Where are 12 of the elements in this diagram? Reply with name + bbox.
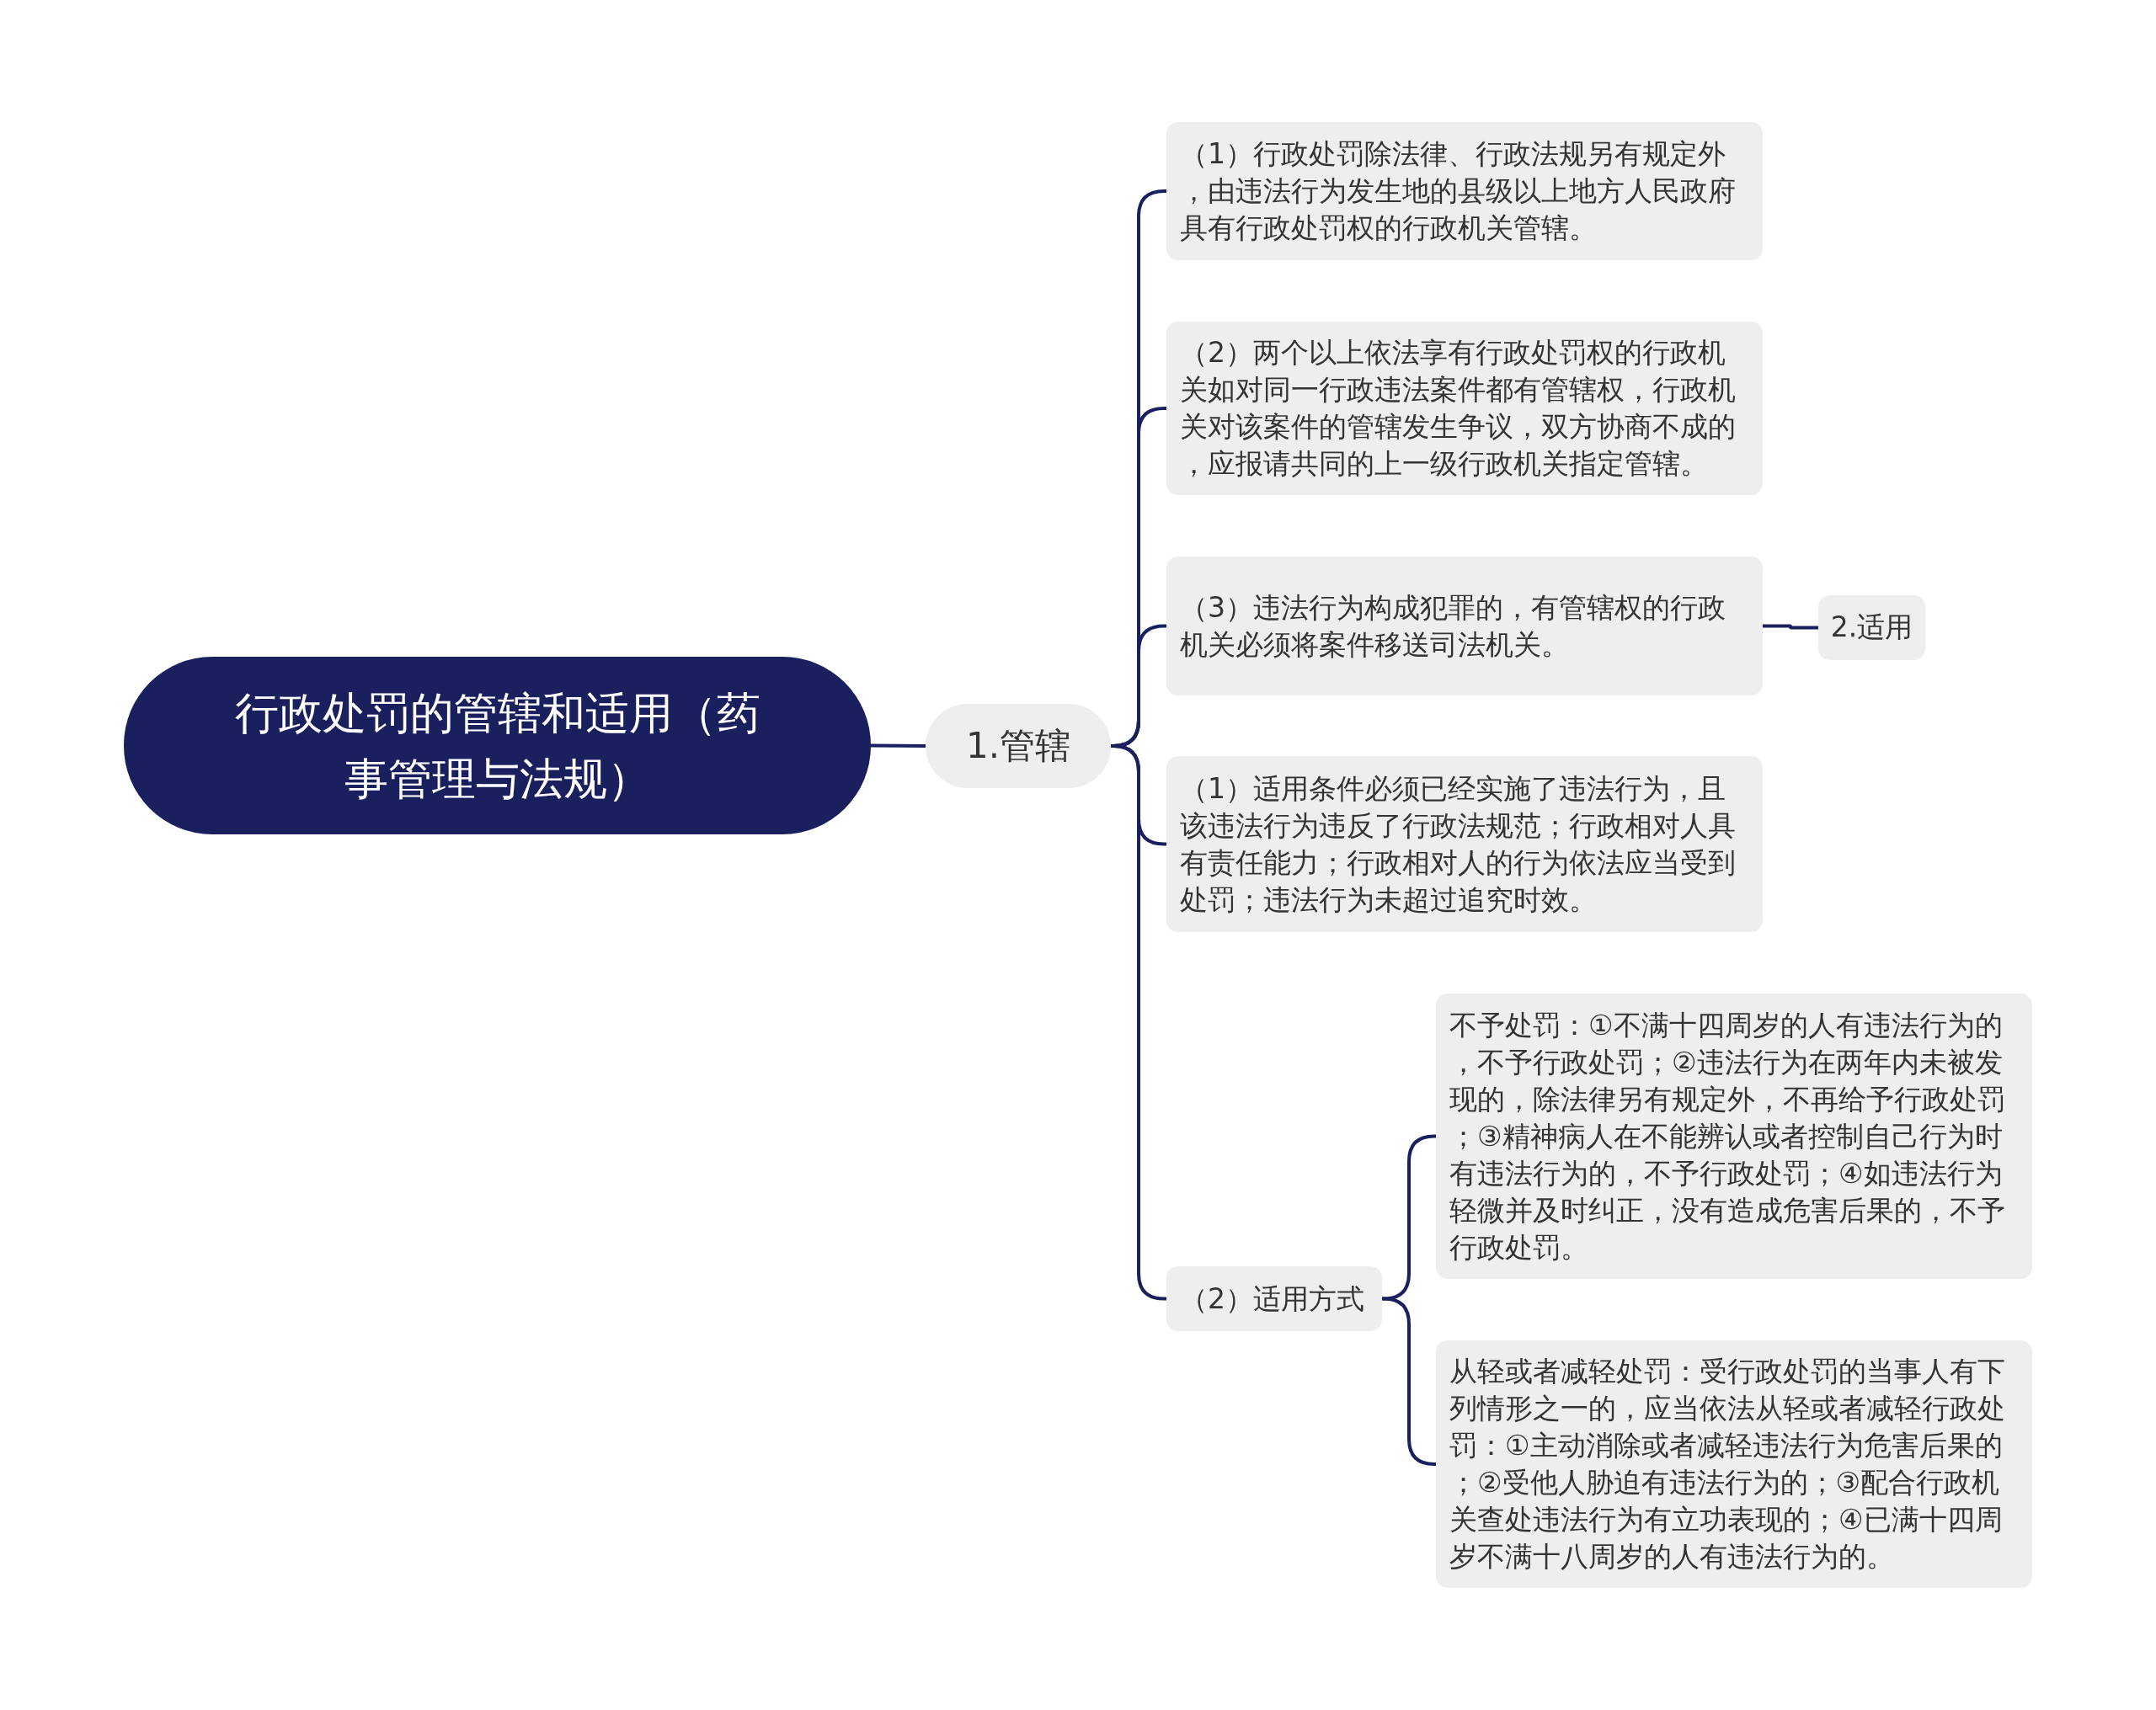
text-box: （2）两个以上依法享有行政处罚权的行政机关如对同一行政违法案件都有管辖权，行政机关对该案件的管辖发生争议，双方协商不成的，应报请共同的上一级行政机关指定管辖。 [1166,322,1763,495]
text-box: 不予处罚：①不满十四周岁的人有违法行为的，不予行政处罚；②违法行为在两年内未被发现的，除法律另有规定外，不再给予行政处罚；③精神病人在不能辨认或者控制自己行为时有违法行为的，不予行政处罚；④如违法行为轻微并及时纠正，没有造成危害后果的，不予行政处罚。 [1436,994,2032,1279]
root-topic-box: 行政处罚的管辖和适用（药事管理与法规） [124,657,871,834]
connector-line [871,743,926,748]
topic-box: 2.适用 [1818,595,1925,660]
text-box: 从轻或者减轻处罚：受行政处罚的当事人有下列情形之一的，应当依法从轻或者减轻行政处罚：①主动消除或者减轻违法行为危害后果的；②受他人胁迫有违法行为的；③配合行政机关查处违法行为有立功表现的；④已满十四周岁不满十八周岁的人有违法行为的。 [1436,1340,2032,1588]
text-box: （2）适用方式 [1166,1266,1382,1331]
connector-line [1763,624,1818,630]
text-box: （1）适用条件必须已经实施了违法行为，且该违法行为违反了行政法规范；行政相对人具有责任能力；行政相对人的行为依法应当受到处罚；违法行为未超过追究时效。 [1166,756,1763,932]
topic-box: 1.管辖 [926,704,1111,788]
text-box: （3）违法行为构成犯罪的，有管辖权的行政机关必须将案件移送司法机关。 [1166,557,1763,695]
text-box: （1）行政处罚除法律、行政法规另有规定外，由违法行为发生地的县级以上地方人民政府具有行政处罚权的行政机关管辖。 [1166,122,1763,260]
